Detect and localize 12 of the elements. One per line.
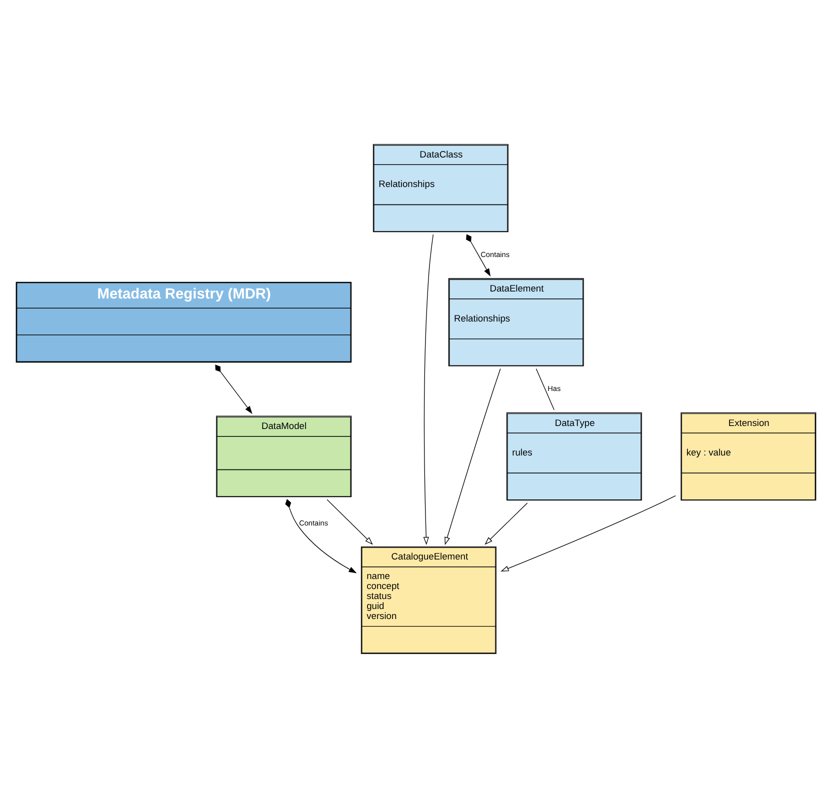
arrow xyxy=(484,502,528,545)
arrow xyxy=(423,234,434,545)
arrow xyxy=(466,234,491,277)
edge-label: Contains xyxy=(299,518,328,528)
connector xyxy=(536,368,554,410)
edge-label: Contains xyxy=(480,250,510,260)
arrow xyxy=(215,364,252,414)
arrow xyxy=(326,499,373,545)
arrow xyxy=(285,499,357,574)
arrow xyxy=(444,368,501,546)
arrow xyxy=(500,495,676,572)
edge-label: Has xyxy=(548,384,561,394)
